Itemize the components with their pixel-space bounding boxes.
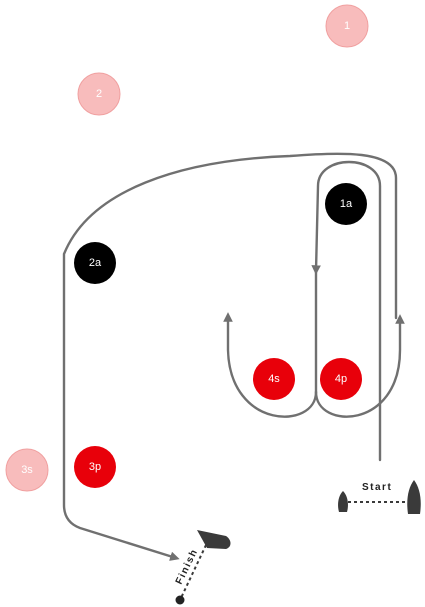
finish-boat-icon [197, 530, 231, 549]
mark-1a-label: 1a [340, 198, 353, 210]
mark-4p-label: 4p [335, 373, 347, 385]
mark-2a-label: 2a [89, 257, 102, 269]
mark-3p-buoy [74, 446, 116, 488]
mark-4s-buoy [253, 358, 295, 400]
mark-3s-label: 3s [21, 464, 33, 476]
route-loop-4p [314, 314, 405, 418]
start-right-boat-icon [407, 480, 421, 514]
mark-2-label: 2 [96, 88, 102, 100]
start-left-boat-icon [338, 491, 348, 512]
mark-3p-label: 3p [89, 461, 101, 473]
mark-4p: 4p [320, 358, 362, 400]
mark-2a: 2a [74, 242, 116, 284]
mark-3s-buoy [5, 448, 49, 492]
mark-1a-buoy [325, 183, 367, 225]
finish-line: Finish [174, 530, 231, 605]
mark-4p-buoy [320, 358, 362, 400]
mark-1: 1 [325, 4, 369, 48]
finish-pin-icon [175, 595, 185, 605]
mark-1a: 1a [325, 183, 367, 225]
mark-1-label: 1 [344, 20, 350, 32]
mark-4s: 4s [253, 358, 295, 400]
finish-line-dashes [180, 544, 207, 599]
finish-label: Finish [174, 547, 201, 586]
mark-3p: 3p [74, 446, 116, 488]
mark-4s-label: 4s [268, 373, 280, 385]
mark-2a-buoy [74, 242, 116, 284]
route-start-leg [311, 160, 382, 462]
mark-2-buoy [77, 72, 121, 116]
mark-1-buoy [325, 4, 369, 48]
mark-2: 2 [77, 72, 121, 116]
route-loop-4s [223, 312, 318, 418]
course-route [62, 152, 405, 561]
route-outer-leg [62, 152, 398, 561]
start-line: Start [338, 480, 421, 514]
mark-3s: 3s [5, 448, 49, 492]
start-label: Start [362, 482, 392, 493]
